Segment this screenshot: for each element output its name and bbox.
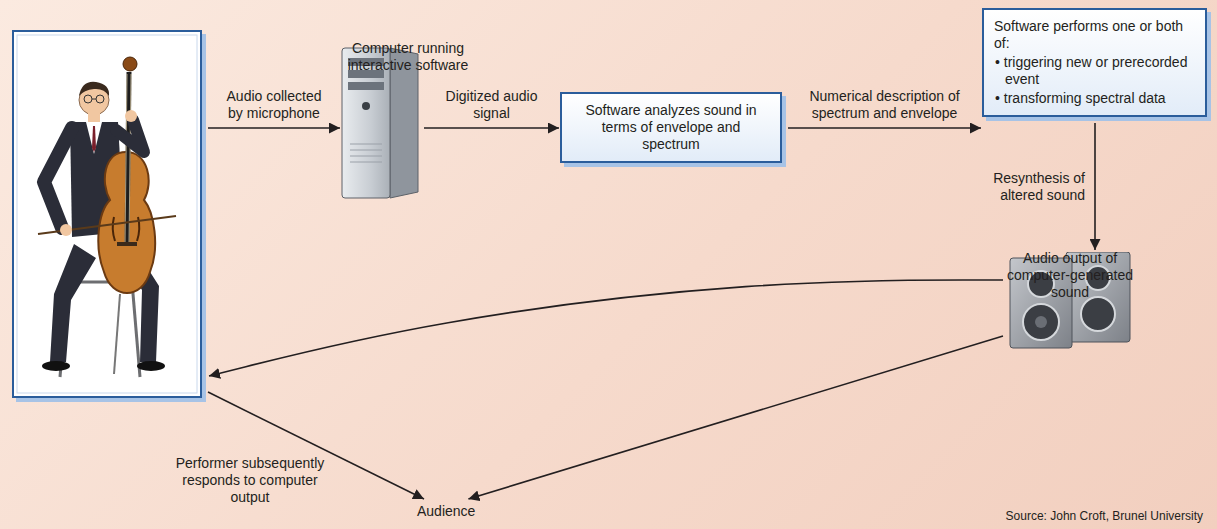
arrow-label: Resynthesis of altered sound	[981, 170, 1085, 204]
cellist-figure	[14, 32, 200, 396]
flow-arrow	[208, 127, 340, 129]
flow-arrow	[468, 336, 1003, 499]
process-box: Software analyzes sound in terms of enve…	[560, 92, 782, 163]
box-text: Software performs one or both of:	[994, 18, 1195, 52]
flow-arrow	[209, 280, 1003, 376]
computer-node: Computer running interactive software	[326, 40, 490, 74]
cellist-illustration	[14, 32, 200, 396]
audience-node: Audience	[412, 500, 480, 523]
flow-arrow	[424, 127, 559, 129]
flow-arrow	[788, 127, 981, 129]
bullet-item: • transforming spectral data	[994, 90, 1195, 107]
caption: Audio output of computer-generated sound	[994, 250, 1146, 301]
box-text: Software analyzes sound in terms of enve…	[572, 102, 770, 153]
bullet-item: • triggering new or prerecorded event	[994, 54, 1195, 88]
flow-arrow	[1094, 123, 1096, 250]
caption: Computer running interactive software	[326, 40, 490, 74]
process-box: Software performs one or both of:• trigg…	[982, 8, 1207, 117]
arrow-label: Performer subsequently responds to compu…	[175, 455, 325, 506]
speakers-illustration	[1006, 252, 1136, 350]
arrow-label: Digitized audio signal	[436, 88, 548, 122]
arrow-label: Numerical description of spectrum and en…	[809, 88, 961, 122]
speaker-node: Audio output of computer-generated sound	[994, 250, 1146, 301]
audience-text: Audience	[417, 503, 475, 520]
performer-panel	[12, 30, 202, 398]
source-note: Source: John Croft, Brunel University	[1006, 509, 1203, 523]
arrow-label: Audio collected by microphone	[218, 88, 330, 122]
